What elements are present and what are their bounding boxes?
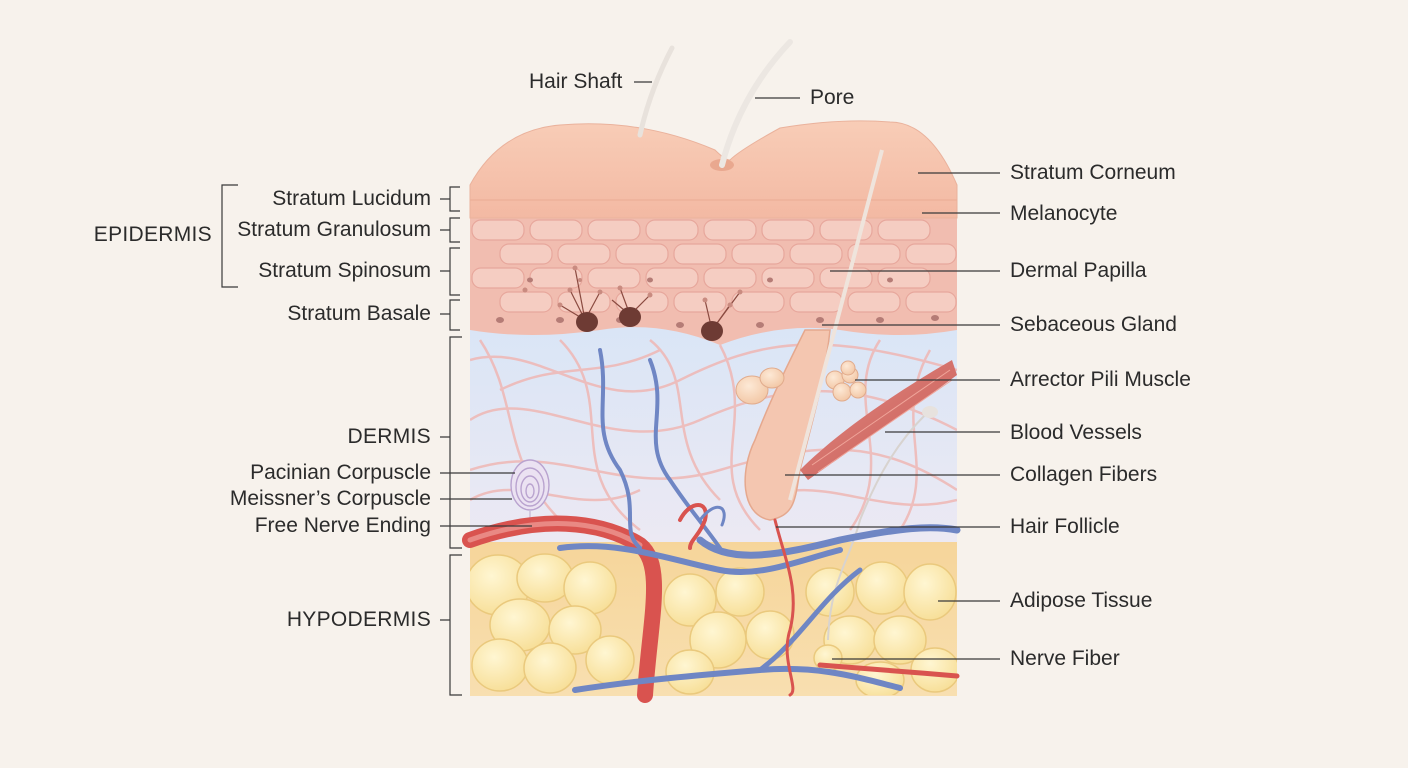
label-meissners-corpuscle: Meissner’s Corpuscle xyxy=(229,487,431,510)
label-stratum-spinosum: Stratum Spinosum xyxy=(258,259,431,282)
fat-cells xyxy=(470,553,957,695)
arrector-pili-muscle-shape xyxy=(800,360,957,480)
collagen-fibers xyxy=(470,339,957,531)
label-stratum-basale: Stratum Basale xyxy=(287,302,431,325)
label-pore: Pore xyxy=(810,86,855,109)
label-dermal-papilla: Dermal Papilla xyxy=(1010,259,1147,282)
label-adipose-tissue: Adipose Tissue xyxy=(1010,589,1153,612)
melanocytes xyxy=(522,265,743,341)
left-brackets xyxy=(221,184,462,696)
label-pacinian-corpuscle: Pacinian Corpuscle xyxy=(250,461,431,484)
label-sebaceous-gland: Sebaceous Gland xyxy=(1010,313,1177,336)
label-stratum-corneum: Stratum Corneum xyxy=(1010,161,1176,184)
label-nerve-fiber: Nerve Fiber xyxy=(1010,647,1120,670)
cell-nuclei xyxy=(496,277,939,328)
label-hair-shaft: Hair Shaft xyxy=(529,70,623,93)
epidermis-cells xyxy=(471,219,957,313)
hair-follicle-shape xyxy=(744,329,831,521)
hair-shaft-line xyxy=(637,45,675,138)
label-stratum-lucidum: Stratum Lucidum xyxy=(272,187,431,210)
sebaceous-gland xyxy=(735,360,867,405)
label-dermis: DERMIS xyxy=(347,425,431,448)
label-hair-follicle: Hair Follicle xyxy=(1010,515,1120,538)
label-stratum-granulosum: Stratum Granulosum xyxy=(237,218,431,241)
label-blood-vessels: Blood Vessels xyxy=(1010,421,1142,444)
label-arrector-pili-muscle: Arrector Pili Muscle xyxy=(1010,368,1191,391)
label-hypodermis: HYPODERMIS xyxy=(286,608,431,631)
stratum-corneum-layer xyxy=(469,120,958,219)
label-free-nerve-ending: Free Nerve Ending xyxy=(254,514,431,537)
label-epidermis: EPIDERMIS xyxy=(93,223,212,246)
pacinian-corpuscle xyxy=(510,459,550,530)
leader-lines xyxy=(440,81,1000,660)
label-collagen-fibers: Collagen Fibers xyxy=(1010,463,1158,486)
label-melanocyte: Melanocyte xyxy=(1010,202,1118,225)
